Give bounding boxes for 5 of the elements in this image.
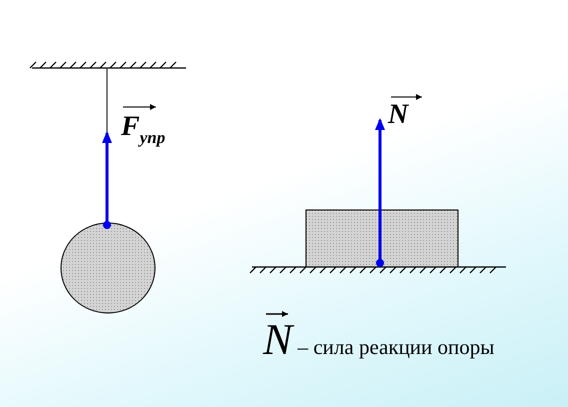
ball [60, 222, 156, 314]
force-label: N [388, 101, 408, 129]
block [306, 210, 458, 268]
force-label: F$_{упр}$ [121, 113, 166, 146]
caption-text: N – сила реакции опоры [263, 318, 494, 362]
